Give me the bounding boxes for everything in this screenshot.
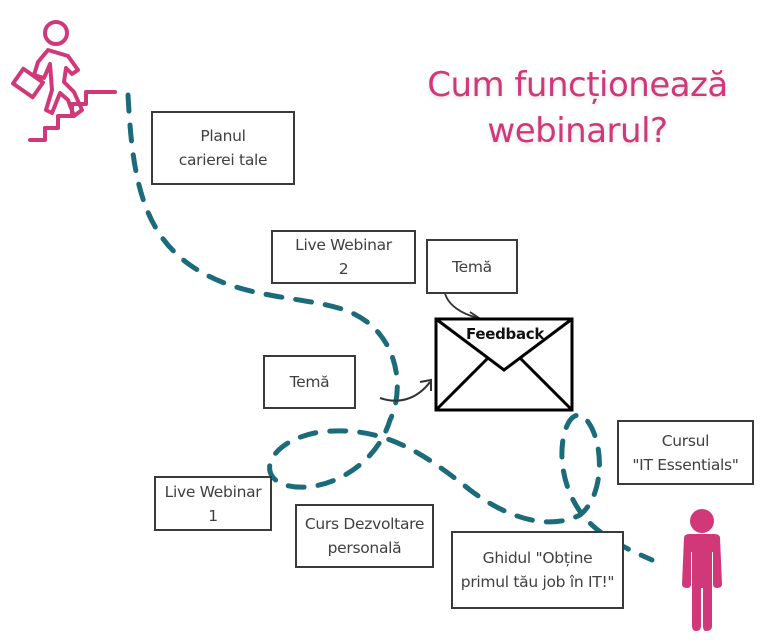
step-planul-carierei: Planul carierei tale — [151, 111, 295, 185]
title-line-1: Cum funcționează — [427, 65, 728, 105]
person-climbing-stairs-icon — [11, 20, 117, 142]
step-live-webinar-2: Live Webinar 2 — [271, 230, 416, 284]
arrowhead-icon — [419, 378, 432, 391]
step-tema-left: Temă — [263, 355, 356, 409]
arrow-tema-left-to-feedback — [379, 381, 431, 402]
step-cursul-it-essentials: Cursul "IT Essentials" — [617, 420, 754, 485]
page-title: Cum funcționează webinarul? — [405, 62, 750, 154]
standing-person-icon — [682, 509, 722, 631]
step-curs-dezvoltare-personala: Curs Dezvoltare personală — [295, 504, 434, 568]
step-live-webinar-1: Live Webinar 1 — [154, 476, 272, 531]
step-ghidul-obtine-job: Ghidul "Obține primul tău job în IT!" — [451, 531, 624, 609]
title-line-2: webinarul? — [487, 111, 668, 151]
envelope-icon — [434, 317, 574, 412]
feedback-label: Feedback — [466, 325, 545, 343]
step-tema-top: Temă — [426, 239, 518, 294]
